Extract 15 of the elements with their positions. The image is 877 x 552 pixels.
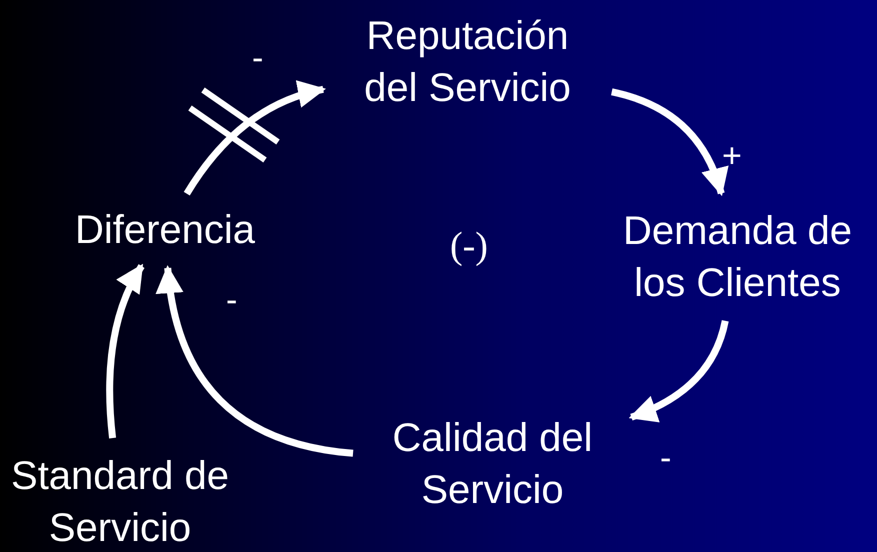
variable-label: Reputación del Servicio (335, 10, 600, 114)
edge-label: + (722, 138, 742, 174)
loop-polarity-label: (-) (450, 228, 488, 264)
variable-label: Calidad del Servicio (365, 412, 620, 516)
arrow (610, 88, 728, 196)
arrow (628, 320, 729, 422)
edge-label: - (252, 40, 264, 76)
variable-label: Standard de Servicio (10, 450, 230, 552)
edge-label: - (226, 282, 238, 318)
edge-label: - (660, 440, 672, 476)
variable-label: Demanda de los Clientes (598, 205, 877, 309)
arrow (106, 264, 145, 438)
arrow (184, 81, 326, 196)
variable-label: Diferencia (50, 204, 280, 256)
arrow (156, 265, 354, 457)
